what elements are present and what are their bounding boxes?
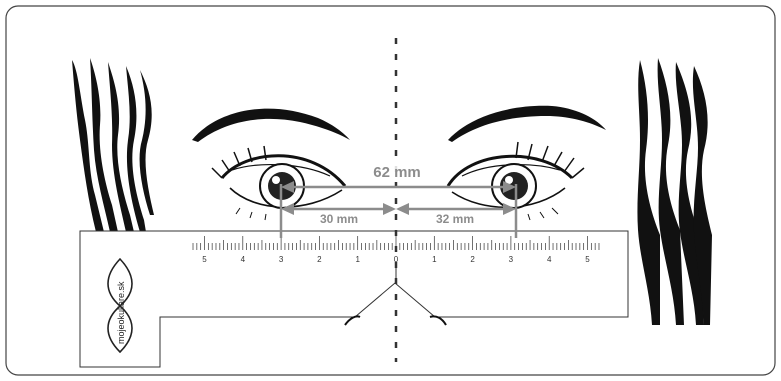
ruler-number: 5 bbox=[585, 255, 590, 264]
ruler-number: 1 bbox=[432, 255, 437, 264]
ruler-number: 3 bbox=[279, 255, 284, 264]
ruler-number: 4 bbox=[547, 255, 552, 264]
ruler-number: 5 bbox=[202, 255, 207, 264]
right-distance-label: 32 mm bbox=[436, 212, 474, 226]
ruler-number: 2 bbox=[317, 255, 322, 264]
left-distance-label: 30 mm bbox=[320, 212, 358, 226]
ruler-number: 3 bbox=[509, 255, 514, 264]
ruler-number: 1 bbox=[355, 255, 360, 264]
logo-text: mojeokuliare.sk bbox=[116, 281, 126, 344]
total-distance-label: 62 mm bbox=[373, 164, 421, 181]
ruler-number: 2 bbox=[470, 255, 475, 264]
ruler-number: 4 bbox=[241, 255, 246, 264]
